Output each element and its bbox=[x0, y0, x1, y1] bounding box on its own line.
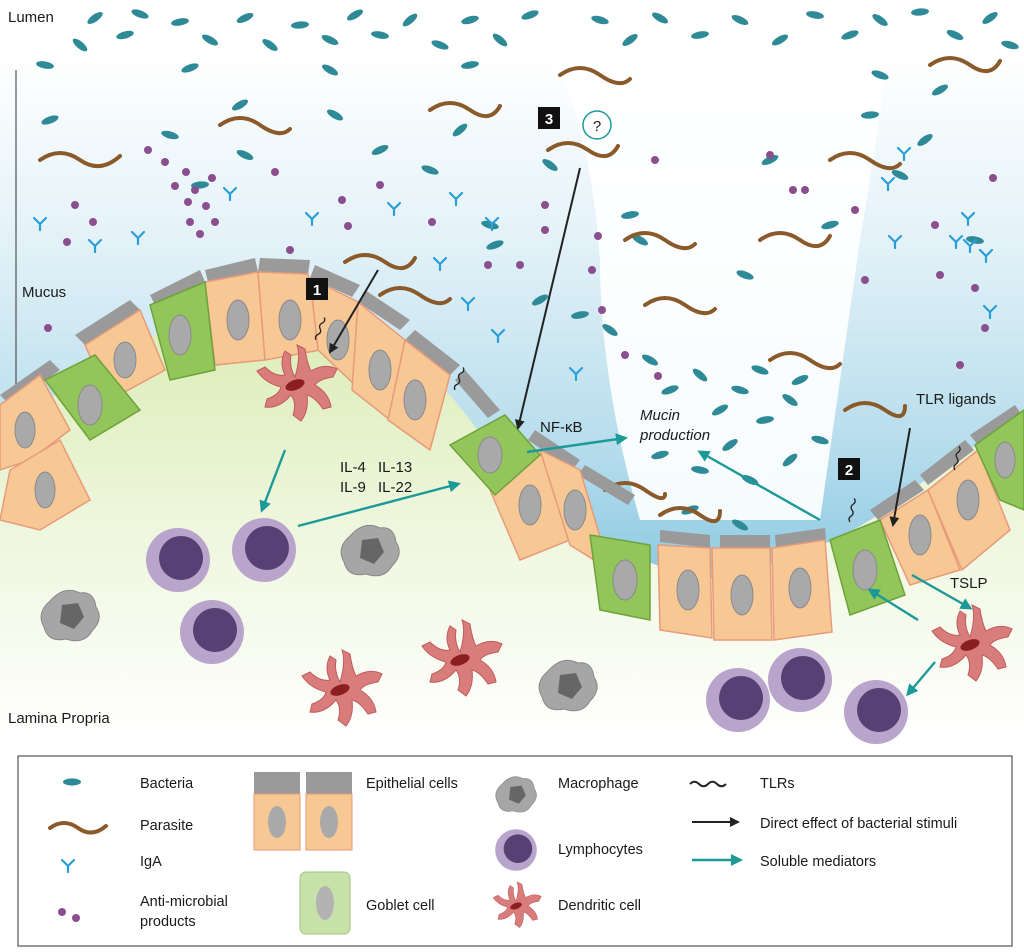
lamina-propria-label: Lamina Propria bbox=[8, 710, 110, 727]
marker-3: 3 bbox=[538, 107, 560, 129]
lumen-opening bbox=[545, 40, 890, 520]
marker-1-text: 1 bbox=[313, 282, 321, 299]
legend-bacteria-icon bbox=[63, 778, 81, 786]
marker-1: 1 bbox=[306, 278, 328, 300]
il9-label: IL-9 bbox=[340, 479, 366, 496]
direct-effect-arrows bbox=[328, 167, 911, 527]
legend-amp-icon bbox=[58, 908, 66, 916]
unknown-marker: ? bbox=[582, 110, 612, 140]
legend-dendritic: Dendritic cell bbox=[558, 898, 641, 914]
il22-label: IL-22 bbox=[378, 479, 412, 496]
il13-label: IL-13 bbox=[378, 459, 412, 476]
mucus-label: Mucus bbox=[22, 284, 66, 301]
mucin-label-line2: production bbox=[639, 427, 710, 444]
marker-3-text: 3 bbox=[545, 111, 553, 128]
legend-amp-line1: Anti-microbial bbox=[140, 894, 228, 910]
legend-soluble: Soluble mediators bbox=[760, 854, 876, 870]
nfkb-label: NF-κB bbox=[540, 419, 583, 436]
epithelial-lining bbox=[0, 258, 1024, 641]
parasites bbox=[38, 56, 1002, 523]
legend-goblet-icon bbox=[299, 871, 351, 935]
legend-goblet: Goblet cell bbox=[366, 898, 435, 914]
marker-2-text: 2 bbox=[845, 462, 853, 479]
legend-bacteria: Bacteria bbox=[140, 776, 194, 792]
mucin-label-line1: Mucin bbox=[640, 407, 680, 424]
legend: Bacteria Parasite IgA Anti-microbial pro… bbox=[17, 755, 1013, 947]
legend-epithelial-icon bbox=[253, 772, 353, 851]
legend-tlrs: TLRs bbox=[760, 776, 795, 792]
legend-lymphocytes-icon bbox=[495, 829, 537, 871]
legend-iga: IgA bbox=[140, 854, 162, 870]
soluble-mediator-arrows bbox=[259, 433, 973, 697]
legend-amp-line2: products bbox=[140, 914, 196, 930]
tslp-label: TSLP bbox=[950, 575, 988, 592]
marker-2: 2 bbox=[838, 458, 860, 480]
legend-lymphocytes: Lymphocytes bbox=[558, 842, 643, 858]
lumen-label: Lumen bbox=[8, 9, 54, 26]
unknown-marker-text: ? bbox=[593, 118, 601, 135]
legend-macrophage: Macrophage bbox=[558, 776, 639, 792]
legend-epithelial: Epithelial cells bbox=[366, 776, 458, 792]
legend-direct: Direct effect of bacterial stimuli bbox=[760, 816, 957, 832]
legend-parasite: Parasite bbox=[140, 818, 193, 834]
tlr-ligands-label: TLR ligands bbox=[916, 391, 996, 408]
legend-parasite-icon bbox=[48, 821, 108, 835]
il4-label: IL-4 bbox=[340, 459, 366, 476]
